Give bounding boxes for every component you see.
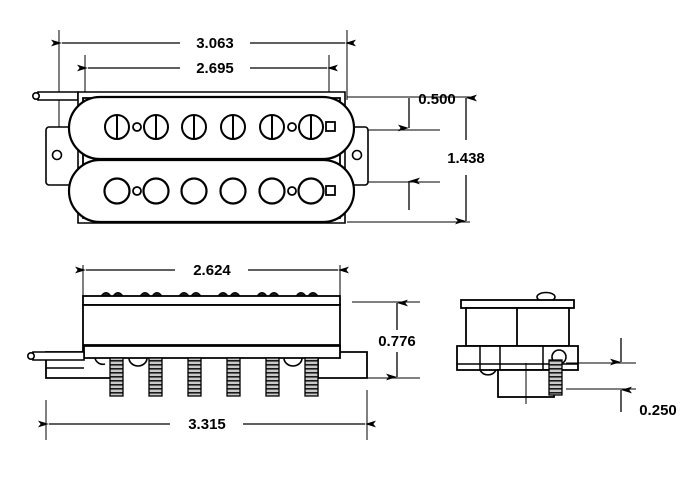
dimension-label-0500: 0.500 — [418, 91, 456, 108]
dimension-side-body-height: 0.776 — [378, 299, 416, 381]
screw-pole-2 — [143, 114, 169, 140]
screw-pole-pieces-row — [104, 114, 324, 140]
dimension-label-2695: 2.695 — [196, 60, 234, 77]
dimension-label-2624: 2.624 — [193, 262, 231, 279]
threaded-pole-3 — [187, 357, 202, 397]
threaded-poles-side — [109, 357, 319, 397]
dimension-overall-height: 1.438 — [447, 94, 485, 225]
screw-pole-5 — [259, 114, 285, 140]
threaded-pole-end — [548, 359, 563, 396]
cover-body-side — [82, 304, 341, 346]
dimension-label-0250: 0.250 — [639, 402, 677, 419]
dimension-side-cover-width: 2.624 — [75, 262, 349, 279]
reference-marks-bottom-row — [132, 185, 336, 196]
screw-pole-6 — [298, 114, 324, 140]
threaded-pole-1 — [109, 357, 124, 397]
dimension-screw-protrusion: 0.250 — [610, 338, 677, 419]
slug-pole-pieces-row — [103, 177, 325, 205]
dimension-top-cover-width: 2.695 — [77, 60, 338, 77]
coil-bobbin-slug — [67, 158, 356, 224]
dimension-top-overall-width: 3.063 — [51, 35, 356, 52]
screw-pole-3 — [181, 114, 207, 140]
threaded-pole-5 — [265, 357, 280, 397]
slug-pole-2 — [142, 177, 170, 205]
square-key-bottom — [325, 185, 336, 196]
lead-wire-side — [26, 351, 85, 369]
cover-flange-end — [460, 299, 575, 309]
screw-pole-1 — [104, 114, 130, 140]
keeper-arc-end — [479, 369, 497, 376]
slug-arcs-side — [94, 357, 303, 367]
dimension-coil-spacing: 0.500 — [398, 91, 456, 210]
reference-hole-top-right — [287, 122, 297, 132]
slug-pole-6 — [297, 177, 325, 205]
dimension-label-3315: 3.315 — [188, 416, 226, 433]
dimension-baseplate-width: 3.315 — [38, 416, 376, 433]
dimension-label-0776: 0.776 — [378, 333, 416, 350]
dimension-label-1438: 1.438 — [447, 150, 485, 167]
threaded-pole-6 — [304, 357, 319, 397]
side-view: 2.624 — [26, 262, 420, 440]
threaded-pole-4 — [226, 357, 241, 397]
slug-pole-5 — [258, 177, 286, 205]
top-view: 3.063 2.695 — [31, 30, 485, 225]
dimension-label-3063: 3.063 — [196, 35, 234, 52]
screw-pole-4 — [220, 114, 246, 140]
threaded-pole-2 — [148, 357, 163, 397]
square-key-top — [325, 121, 336, 132]
end-view: 0.250 — [456, 291, 677, 419]
lead-wire-top — [31, 91, 79, 101]
slug-pole-1 — [103, 177, 131, 205]
reference-hole-bottom-right — [287, 186, 297, 196]
slug-pole-4 — [219, 177, 247, 205]
reference-hole-top-left — [132, 122, 142, 132]
reference-hole-bottom-left — [132, 186, 142, 196]
slug-pole-3 — [180, 177, 208, 205]
reference-marks-top-row — [132, 121, 336, 132]
cover-flange-side — [82, 295, 341, 306]
baseplate-bar-side — [83, 345, 341, 359]
top-view-right-witness-lines — [347, 96, 470, 223]
